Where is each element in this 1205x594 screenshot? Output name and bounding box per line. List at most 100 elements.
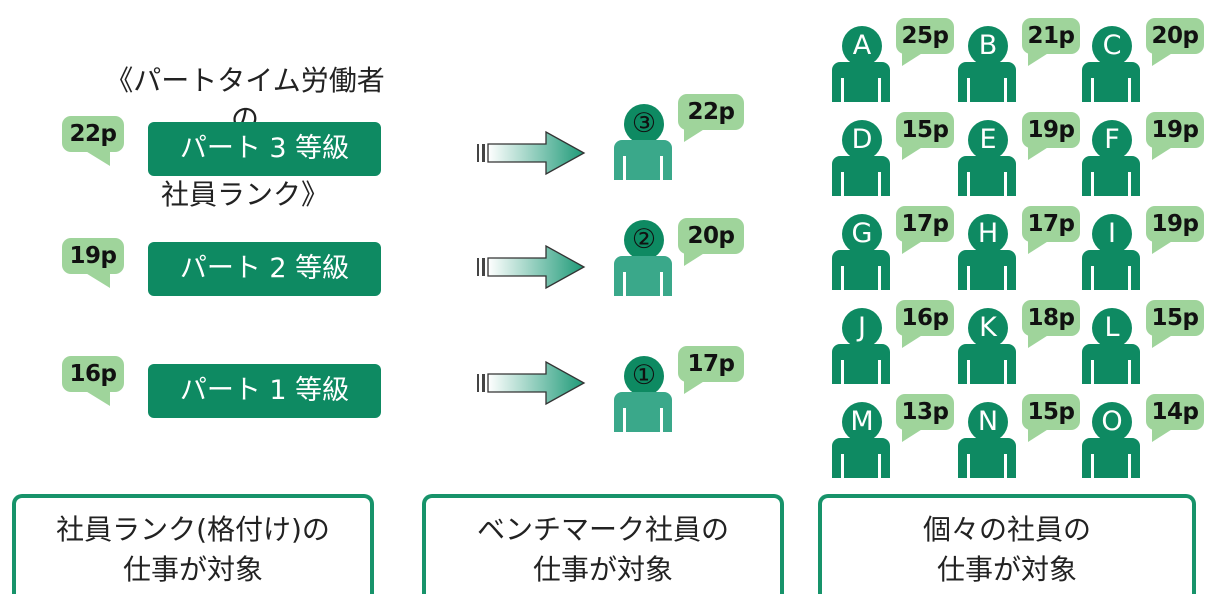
employee-points-bubble: 19p <box>1146 112 1204 160</box>
benchmark-employee-3: ③ <box>614 104 674 182</box>
person-body <box>614 256 672 296</box>
bottom-box-individual-line1: 個々の社員の <box>922 513 1091 546</box>
rank-title: 《パートタイム労働者の 社員ランク》 <box>95 24 395 252</box>
employee-points: 15p <box>1151 305 1199 331</box>
employee-points-bubble: 25p <box>896 18 954 66</box>
employee-e: E <box>958 120 1018 198</box>
grade3-points-bubble: 22p <box>62 116 124 166</box>
benchmark-3-points-bubble: 22p <box>678 94 744 142</box>
employee-points: 19p <box>1027 117 1075 143</box>
benchmark-mark: ① <box>624 356 664 396</box>
person-body <box>832 344 890 384</box>
grade3-label: パート 3 等級 <box>179 133 350 164</box>
grade2-points-bubble: 19p <box>62 238 124 288</box>
employee-points-bubble: 21p <box>1022 18 1080 66</box>
employee-letter: J <box>842 308 882 348</box>
employee-points: 15p <box>1027 399 1075 425</box>
employee-points: 20p <box>1151 23 1199 49</box>
employee-points-bubble: 13p <box>896 394 954 442</box>
employee-points-bubble: 15p <box>896 112 954 160</box>
benchmark-mark: ③ <box>624 104 664 144</box>
benchmark-1-points: 17p <box>687 351 735 377</box>
employee-points-bubble: 17p <box>896 206 954 254</box>
person-body <box>1082 344 1140 384</box>
benchmark-1-points-bubble: 17p <box>678 346 744 394</box>
employee-letter: D <box>842 120 882 160</box>
bottom-box-individual-line2: 仕事が対象 <box>936 553 1077 586</box>
employee-j: J <box>832 308 892 386</box>
person-body <box>958 62 1016 102</box>
rank-title-line1: 《パートタイム労働者の <box>105 64 385 135</box>
employee-f: F <box>1082 120 1142 198</box>
employee-letter: M <box>842 402 882 442</box>
employee-letter: L <box>1092 308 1132 348</box>
employee-letter: I <box>1092 214 1132 254</box>
employee-letter: K <box>968 308 1008 348</box>
person-body <box>832 438 890 478</box>
employee-a: A <box>832 26 892 104</box>
grade1-label: パート 1 等級 <box>179 375 350 406</box>
benchmark-employee-1: ① <box>614 356 674 434</box>
arrow-right-icon <box>477 244 586 290</box>
employee-points: 25p <box>901 23 949 49</box>
bottom-box-benchmark-line2: 仕事が対象 <box>532 553 673 586</box>
bottom-box-rank: 社員ランク(格付け)の 仕事が対象 <box>12 494 374 594</box>
employee-points: 13p <box>901 399 949 425</box>
grade2-points: 19p <box>69 243 117 269</box>
employee-b: B <box>958 26 1018 104</box>
employee-points: 17p <box>901 211 949 237</box>
person-body <box>958 156 1016 196</box>
grade2-box: パート 2 等級 <box>148 242 381 296</box>
employee-points-bubble: 20p <box>1146 18 1204 66</box>
employee-points-bubble: 17p <box>1022 206 1080 254</box>
employee-points: 18p <box>1027 305 1075 331</box>
employee-g: G <box>832 214 892 292</box>
employee-points: 19p <box>1151 117 1199 143</box>
employee-points: 17p <box>1027 211 1075 237</box>
bottom-box-rank-line1: 社員ランク(格付け)の <box>56 513 330 546</box>
employee-letter: G <box>842 214 882 254</box>
employee-points-bubble: 19p <box>1146 206 1204 254</box>
benchmark-employee-2: ② <box>614 220 674 298</box>
arrow-right-icon <box>477 360 586 406</box>
employee-points-bubble: 14p <box>1146 394 1204 442</box>
employee-points-bubble: 15p <box>1146 300 1204 348</box>
employee-points: 16p <box>901 305 949 331</box>
employee-i: I <box>1082 214 1142 292</box>
employee-letter: E <box>968 120 1008 160</box>
employee-letter: N <box>968 402 1008 442</box>
employee-points-bubble: 19p <box>1022 112 1080 160</box>
person-body <box>958 250 1016 290</box>
bottom-box-benchmark-line1: ベンチマーク社員の <box>476 513 729 546</box>
arrow-right-icon <box>477 130 586 176</box>
benchmark-3-points: 22p <box>687 99 735 125</box>
person-body <box>1082 438 1140 478</box>
benchmark-2-points-bubble: 20p <box>678 218 744 266</box>
employee-points: 19p <box>1151 211 1199 237</box>
bottom-box-benchmark: ベンチマーク社員の 仕事が対象 <box>422 494 784 594</box>
employee-points: 21p <box>1027 23 1075 49</box>
bottom-box-rank-line2: 仕事が対象 <box>122 553 263 586</box>
person-body <box>832 62 890 102</box>
bottom-box-individual: 個々の社員の 仕事が対象 <box>818 494 1196 594</box>
employee-d: D <box>832 120 892 198</box>
employee-points: 15p <box>901 117 949 143</box>
employee-points-bubble: 15p <box>1022 394 1080 442</box>
employee-m: M <box>832 402 892 480</box>
employee-points-bubble: 16p <box>896 300 954 348</box>
employee-k: K <box>958 308 1018 386</box>
employee-l: L <box>1082 308 1142 386</box>
employee-o: O <box>1082 402 1142 480</box>
person-body <box>832 156 890 196</box>
person-body <box>832 250 890 290</box>
benchmark-mark: ② <box>624 220 664 260</box>
person-body <box>958 438 1016 478</box>
person-body <box>958 344 1016 384</box>
employee-letter: B <box>968 26 1008 66</box>
grade3-points: 22p <box>69 121 117 147</box>
employee-letter: A <box>842 26 882 66</box>
employee-h: H <box>958 214 1018 292</box>
person-body <box>1082 62 1140 102</box>
person-body <box>614 140 672 180</box>
rank-title-line2: 社員ランク》 <box>160 178 329 211</box>
